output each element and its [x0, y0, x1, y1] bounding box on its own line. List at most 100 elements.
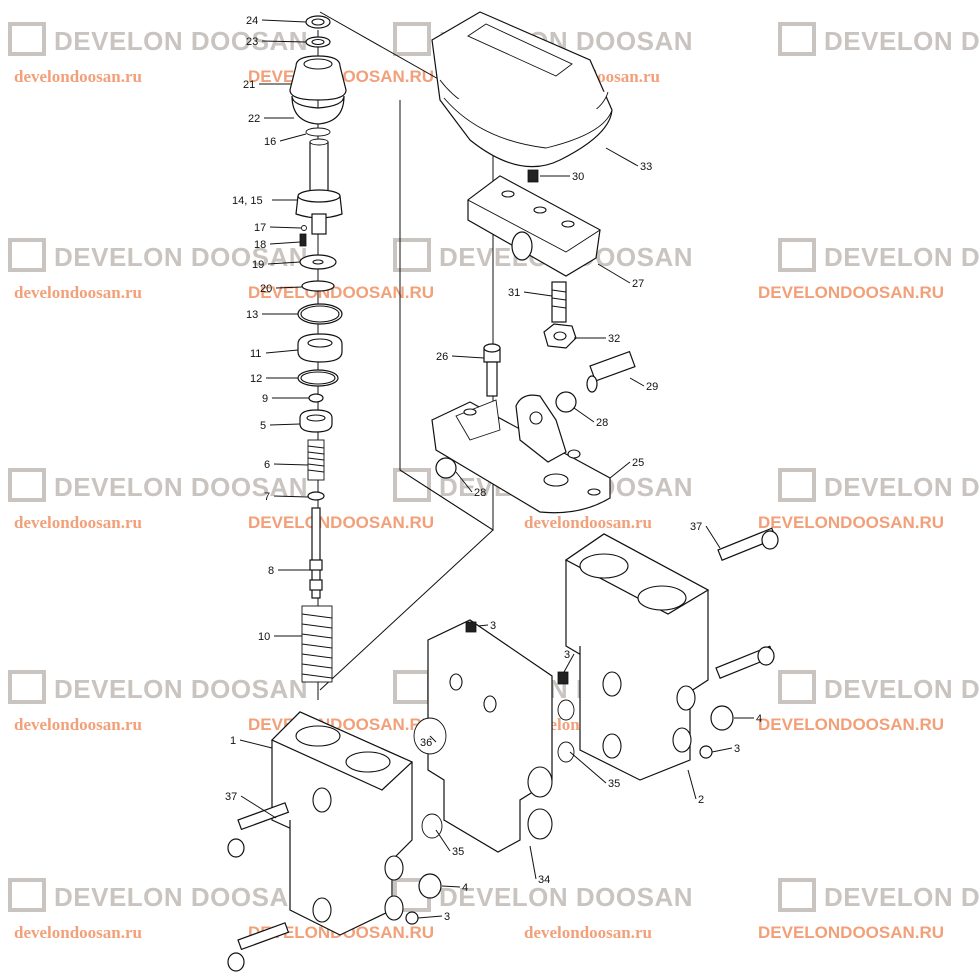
watermark-logo: DEVELON DOOSAN: [8, 468, 308, 502]
part-number-label: 20: [260, 283, 272, 295]
callout-leader: [569, 751, 607, 784]
callout-leader: [705, 525, 721, 549]
plate-27: [467, 169, 601, 277]
callout-leader: [267, 261, 301, 265]
part-number-label: 3: [734, 743, 740, 755]
part-number-label: 4: [756, 713, 762, 725]
callout-leader: [273, 495, 309, 498]
watermark-url: DEVELONDOOSAN.RU: [758, 923, 944, 942]
part-number-label: 11: [250, 348, 261, 360]
part-number-label: 29: [646, 381, 658, 393]
callout-leader: [597, 263, 631, 284]
callout-leader: [629, 377, 645, 387]
valve-body-2: [564, 527, 779, 781]
part-number-label: 28: [596, 417, 608, 429]
callout-leader: [269, 241, 301, 245]
watermark-logo-icon: [8, 468, 46, 502]
part-number-label: 13: [246, 309, 258, 321]
callout-leader: [435, 829, 451, 852]
part-number-label: 28: [474, 487, 486, 499]
watermark-logo-icon: [393, 238, 431, 272]
watermark-url: develondoosan.ru: [524, 513, 652, 532]
part-number-label: 18: [254, 239, 266, 251]
part-number-label: 32: [608, 333, 620, 345]
spring-10: [301, 605, 333, 683]
watermark-logo-icon: [778, 238, 816, 272]
watermark-url: develondoosan.ru: [524, 923, 652, 942]
callout-leader: [687, 769, 697, 800]
part-number-label: 35: [452, 846, 464, 858]
part-number-label: 10: [258, 631, 270, 643]
callout-leader: [273, 463, 309, 466]
part-number-label: 6: [264, 459, 270, 471]
watermark-logo: DEVELON DOOSAN: [8, 22, 308, 56]
callout-leader: [563, 653, 575, 673]
watermark-url: develondoosan.ru: [14, 715, 142, 734]
left-stack-parts: [289, 15, 347, 683]
callout-leader: [275, 286, 303, 289]
watermark-url: develondoosan.ru: [14, 283, 142, 302]
watermark-logo-text: DEVELON DOOSAN: [824, 674, 980, 704]
watermark-logo: DEVELON DOOSAN: [778, 22, 980, 56]
part-number-label: 22: [248, 113, 260, 125]
part-number-label: 3: [444, 911, 450, 923]
part-number-label: 26: [436, 351, 448, 363]
callout-leader: [451, 355, 485, 359]
watermark-logo-icon: [393, 670, 431, 704]
watermark-logo: DEVELON DOOSAN: [778, 670, 980, 704]
part-number-label: 33: [640, 161, 652, 173]
part-number-label: 23: [246, 36, 258, 48]
watermark-url: DEVELONDOOSAN.RU: [758, 715, 944, 734]
part-number-label: 31: [508, 287, 520, 299]
callout-leader: [441, 885, 461, 888]
watermark-url: DEVELONDOOSAN.RU: [758, 513, 944, 532]
part-number-label: 27: [632, 278, 644, 290]
boot-33: [431, 11, 613, 168]
callout-leader: [239, 739, 273, 749]
watermark-logo-icon: [778, 670, 816, 704]
callout-leader: [261, 40, 307, 43]
watermark-logo: DEVELON DOOSAN: [778, 238, 980, 272]
part-number-label: 3: [490, 620, 496, 632]
watermark-logo-text: DEVELON DOOSAN: [824, 882, 980, 912]
part-number-label: 9: [262, 393, 268, 405]
watermark-logo: DEVELON DOOSAN: [8, 878, 308, 912]
callout-leader: [711, 747, 733, 753]
part-number-label: 2: [698, 794, 704, 806]
watermark-logo: DEVELON DOOSAN: [778, 878, 980, 912]
watermark-logo-text: DEVELON DOOSAN: [54, 674, 308, 704]
watermark-logo-icon: [393, 468, 431, 502]
part-number-label: 4: [462, 882, 468, 894]
watermark-url: DEVELONDOOSAN.RU: [248, 513, 434, 532]
watermark-logo-icon: [778, 468, 816, 502]
watermark-logo-icon: [393, 22, 431, 56]
part-number-label: 37: [225, 791, 237, 803]
watermark-logo-icon: [8, 878, 46, 912]
plate-34: [413, 619, 575, 853]
watermark-url: DEVELONDOOSAN.RU: [758, 283, 944, 302]
watermark-logo-text: DEVELON DOOSAN: [824, 26, 980, 56]
part-number-label: 3: [564, 649, 570, 661]
callout-leader: [269, 423, 301, 426]
watermark-logo: DEVELON DOOSAN: [778, 468, 980, 502]
callout-leader: [573, 407, 595, 423]
callout-leader: [429, 735, 437, 743]
base-25: [431, 394, 611, 514]
part-number-label: 34: [538, 874, 550, 886]
callout-leader: [269, 226, 302, 229]
part-number-label: 37: [690, 521, 702, 533]
watermark-url: develondoosan.ru: [14, 513, 142, 532]
part-number-label: 8: [268, 565, 274, 577]
watermark-layer: DEVELON DOOSAN DEVELON DOOSAN DEVELON DOOS…: [8, 22, 980, 942]
watermark-logo-icon: [8, 238, 46, 272]
part-number-label: 21: [243, 79, 255, 91]
callout-leader: [523, 291, 553, 297]
watermark-logo-icon: [8, 22, 46, 56]
watermark-logo: DEVELON DOOSAN: [393, 878, 693, 912]
callout-leader: [240, 795, 277, 819]
watermark-logo-icon: [8, 670, 46, 704]
callout-leader: [455, 471, 473, 493]
watermark-url: DEVELONDOOSAN.RU: [248, 283, 434, 302]
watermark-url: develondoosan.ru: [14, 923, 142, 942]
